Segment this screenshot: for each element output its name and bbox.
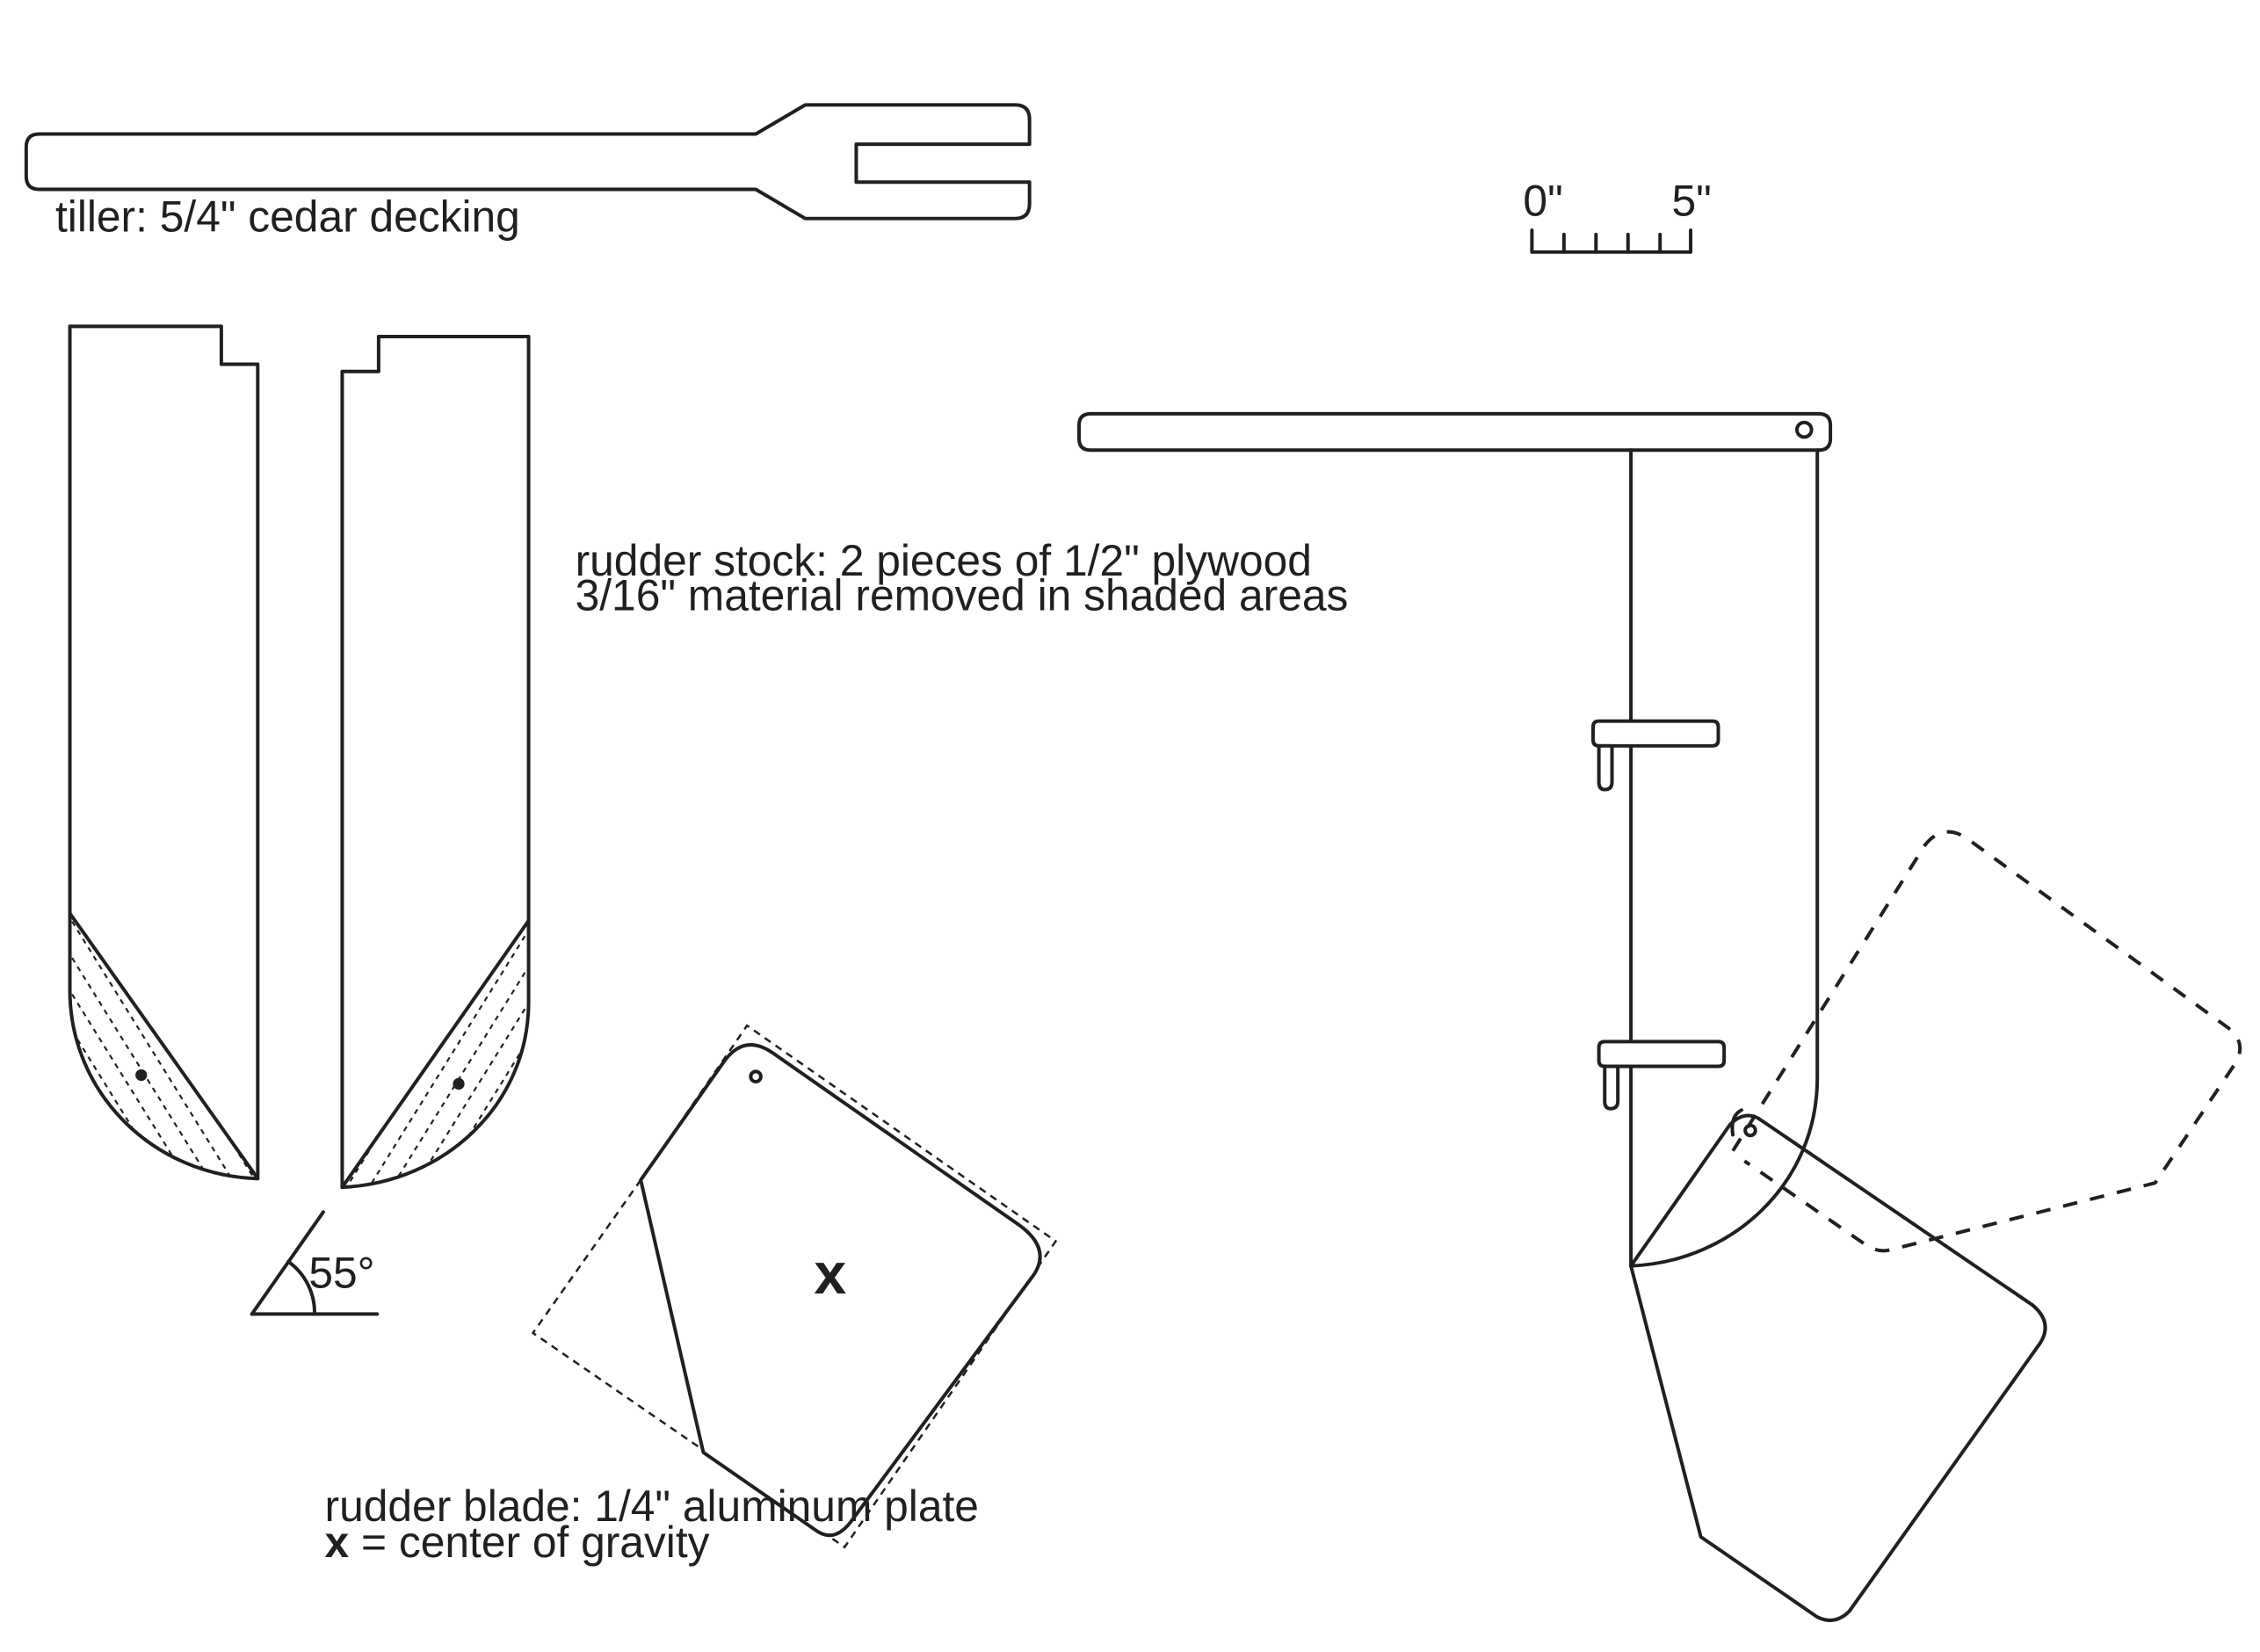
cg-key-text: = center of gravity: [349, 1518, 709, 1567]
angle-label: 55°: [308, 1249, 374, 1298]
upper-pintle-pin: [1597, 743, 1614, 792]
upper-pintle-strap: [1591, 719, 1720, 748]
scale-end-label: 5": [1671, 176, 1711, 225]
scale-bar: 0" 5": [1523, 176, 1712, 254]
rudder-blade-pattern: x: [531, 1024, 1058, 1549]
assembly-blade-pivot-hole: [1743, 1123, 1757, 1138]
scale-start-label: 0": [1523, 176, 1562, 225]
blade-outline: [639, 1043, 1042, 1538]
tiller-label: tiller: 5/4" cedar decking: [55, 192, 520, 242]
tiller-pin-hole: [1795, 420, 1814, 439]
lower-pintle-pin: [1603, 1064, 1620, 1111]
blade-label-line2: x = center of gravity: [325, 1518, 710, 1567]
stock-label-line2: 3/16" material removed in shaded areas: [576, 571, 1349, 620]
rudder-stock-right: [340, 334, 531, 1190]
cg-key-symbol: x: [325, 1518, 350, 1567]
stock-right-cut-line: [340, 918, 531, 1190]
blade-label-line1: rudder blade: 1/4" aluminum plate: [325, 1482, 979, 1531]
stock-left-pivot-hole: [135, 1069, 148, 1082]
blade-kicked-up-outline: [1731, 830, 2242, 1253]
blade-lowered-top-corner: [1730, 1108, 1744, 1137]
angle-indicator: 55°: [250, 1210, 380, 1316]
stock-label-line1: rudder stock: 2 pieces of 1/2" plywood: [576, 536, 1312, 585]
blade-lowered-outline: [1629, 1113, 2047, 1622]
rudder-stock-left: [68, 324, 260, 1181]
blade-pivot-hole: [749, 1069, 763, 1083]
assembled-rudder: [1077, 411, 2242, 1622]
assembly-tiller-bar: [1077, 411, 1833, 453]
angle-arc: [286, 1259, 316, 1316]
stock-right-pivot-hole: [453, 1077, 465, 1090]
blade-bounding-outline: [531, 1024, 1058, 1549]
center-of-gravity-mark: x: [814, 1242, 846, 1307]
lower-pintle-strap: [1597, 1040, 1727, 1069]
tiller-outline: [24, 103, 1032, 221]
stock-right-outline: [340, 334, 531, 1190]
assembly-stock-outline: [1629, 448, 1820, 1268]
stock-left-outline: [68, 324, 260, 1181]
tiller-part: tiller: 5/4" cedar decking: [24, 103, 1032, 242]
stock-left-cut-line: [68, 911, 260, 1181]
